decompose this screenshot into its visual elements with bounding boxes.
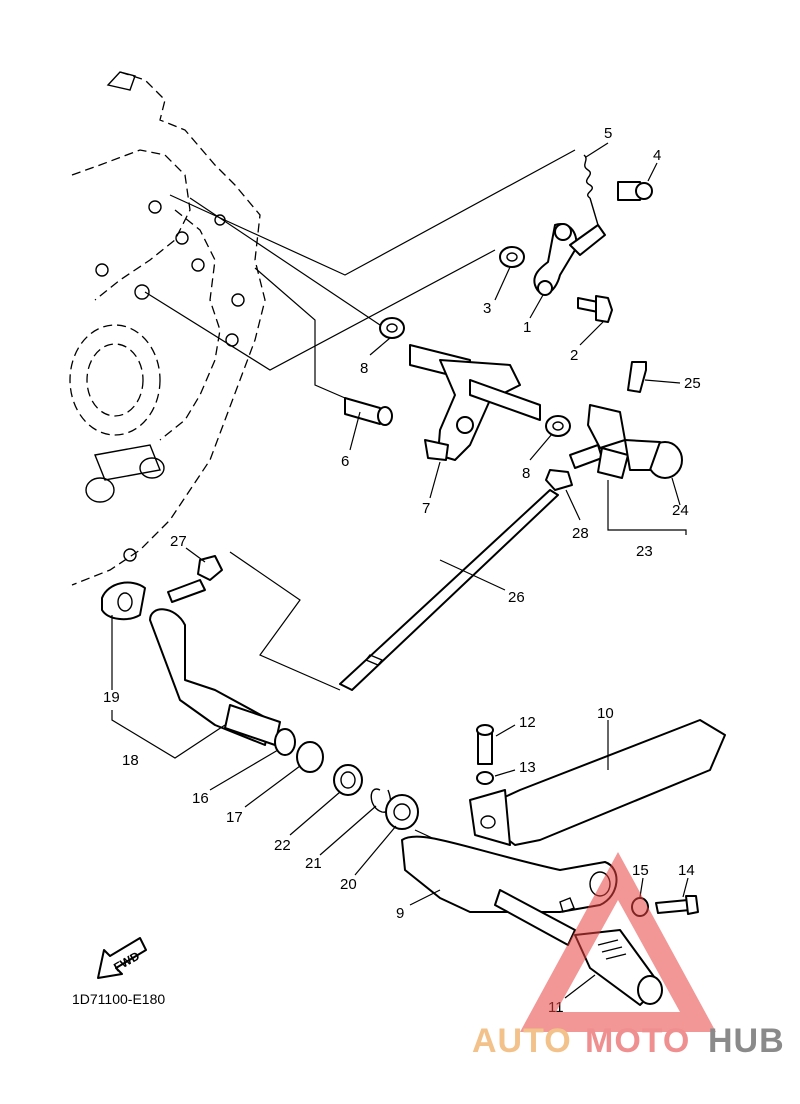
part-number: 22: [274, 837, 291, 854]
part-number: 13: [519, 759, 536, 776]
part-number: 3: [483, 300, 491, 317]
collar-3: [499, 246, 525, 268]
part-number: 27: [170, 533, 187, 550]
watermark-text-auto: AUTO: [472, 1022, 572, 1060]
washer-17: [296, 741, 324, 773]
warning-triangle-icon: [520, 852, 716, 1032]
watermark-text-hub: HUB: [708, 1022, 785, 1060]
part-number: 14: [678, 862, 695, 879]
part-number: 24: [672, 502, 689, 519]
watermark-text: AUTO MOTO HUB: [472, 1022, 785, 1060]
bolt-2: [577, 295, 613, 323]
joint-25: [627, 361, 647, 393]
diagram-code: 1D71100-E180: [72, 991, 165, 1007]
shift-arm-assembly: [533, 223, 606, 296]
part-number: 18: [122, 752, 139, 769]
crankcase-outline: [69, 71, 266, 586]
part-numbers: 5 4 3 1 2 8 6 7 8 25 24 28 23 26 27 19 1…: [103, 125, 701, 1016]
bolt-12: [476, 724, 494, 765]
part-number: 25: [684, 375, 701, 392]
bush-20: [385, 794, 419, 830]
part-number: 4: [653, 147, 661, 164]
part-number: 8: [522, 465, 530, 482]
nut-28: [545, 469, 573, 491]
rod-end-19: [101, 581, 146, 621]
part-number: 6: [341, 453, 349, 470]
part-number: 23: [636, 543, 653, 560]
part-number: 19: [103, 689, 120, 706]
watermark-logo: [520, 852, 716, 1032]
washer-8-lower: [545, 415, 571, 437]
part-number: 8: [360, 360, 368, 377]
stopper-bolt-6: [344, 397, 393, 426]
part-number: 10: [597, 705, 614, 722]
torsion-spring: [583, 154, 599, 226]
rod-end-24: [624, 439, 683, 479]
part-number: 17: [226, 809, 243, 826]
part-number: 16: [192, 790, 209, 807]
part-number: 2: [570, 347, 578, 364]
shift-shaft-7: [409, 344, 541, 461]
shift-arm-18: [149, 579, 281, 746]
shift-rod-26: [339, 489, 559, 691]
washer-16: [274, 728, 296, 756]
leader-lines: [111, 142, 689, 999]
shift-lever-9: [401, 835, 618, 946]
pedal-10: [469, 719, 726, 846]
part-number: 26: [508, 589, 525, 606]
pivot-bolt: [617, 181, 653, 201]
fwd-arrow-icon: FWD: [97, 937, 147, 979]
washer-8-upper: [379, 317, 405, 339]
pedal-rubber-11: [574, 929, 663, 1006]
part-number: 21: [305, 855, 322, 872]
part-number: 5: [604, 125, 612, 142]
part-number: 20: [340, 876, 357, 893]
part-number: 1: [523, 319, 531, 336]
part-number: 9: [396, 905, 404, 922]
part-number: 15: [632, 862, 649, 879]
washer-13: [476, 771, 494, 785]
seal-22: [333, 764, 363, 796]
bolt-14: [655, 895, 699, 915]
part-number: 28: [572, 525, 589, 542]
watermark-text-moto: MOTO: [585, 1022, 690, 1060]
part-number: 12: [519, 714, 536, 731]
part-number: 7: [422, 500, 430, 517]
rod-end-23: [569, 404, 629, 479]
